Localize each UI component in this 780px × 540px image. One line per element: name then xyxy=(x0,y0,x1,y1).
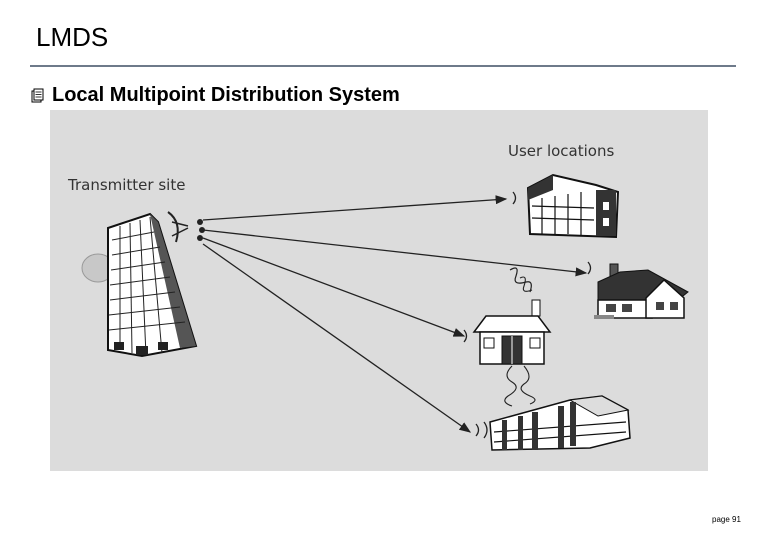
beam-office xyxy=(202,195,508,221)
users-label: User locations xyxy=(508,142,614,160)
cottage-icon xyxy=(587,261,689,319)
beam-arrows xyxy=(202,195,588,433)
page-number: page 91 xyxy=(712,515,741,524)
bullet-text: Local Multipoint Distribution System xyxy=(52,84,400,106)
house-icon xyxy=(463,267,552,407)
slide-title: LMDS xyxy=(36,22,109,52)
office-building-icon xyxy=(512,173,620,239)
beam-house xyxy=(202,237,466,337)
transmitter-label: Transmitter site xyxy=(67,176,185,194)
notepad-bullet-icon xyxy=(31,88,44,103)
beam-cottage xyxy=(202,229,588,277)
tower-icon xyxy=(81,212,198,358)
lmds-diagram: Transmitter site User locations xyxy=(50,110,708,471)
warehouse-icon xyxy=(475,395,631,451)
title-rule xyxy=(30,65,736,67)
beam-warehouse xyxy=(202,243,472,433)
dish-antenna-icon xyxy=(167,211,205,243)
